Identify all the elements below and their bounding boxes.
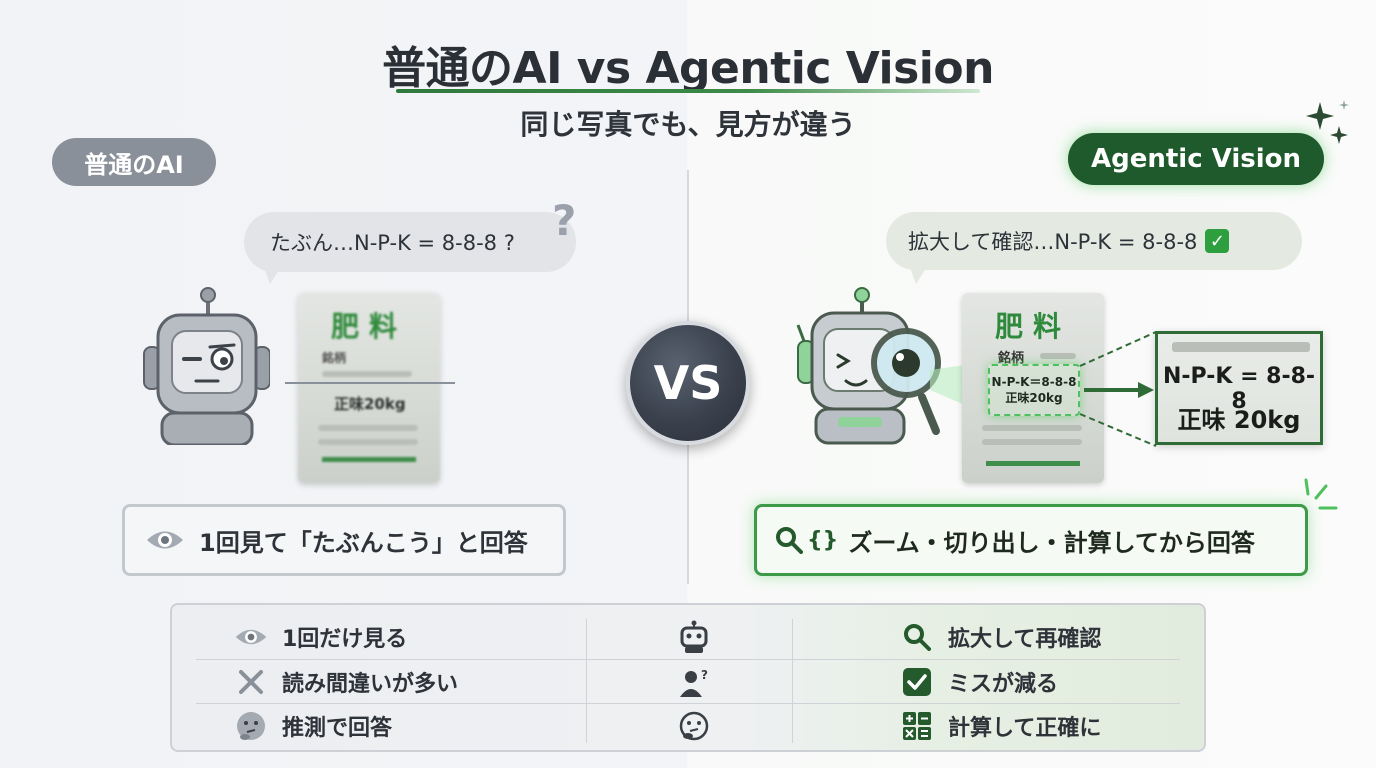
normal-ai-caption-text: 1回見て「たぶんこう」と回答 [199,528,528,557]
bag-weight: 正味20kg [334,395,406,413]
fertilizer-bag-blurry: 肥料 銘柄 正味20kg [298,293,440,483]
row-right-text: 拡大して再確認 [948,627,1102,652]
row-right-cell: 計算して正確に [900,704,1101,748]
zoom-blur-line [1172,342,1310,352]
bag-brand: 銘柄 [322,351,347,365]
row-left-text: 推測で回答 [282,716,393,741]
bag-blur-line [982,425,1082,431]
eye-icon [147,531,183,549]
thinking-face-icon [234,709,268,743]
highlight-weight: 正味20kg [1005,391,1063,405]
normal-ai-caption: 1回見て「たぶんこう」と回答 [122,504,566,576]
thinking-face-icon [670,704,718,748]
comparison-table: 1回だけ見る 拡大して再確認 読み間違いが多い ? ミスが減る [170,603,1206,752]
highlight-region: N-P-K＝8-8-8 正味20kg [988,364,1080,416]
bag-blur-line [318,439,418,445]
highlight-npk: N-P-K＝8-8-8 [991,375,1077,389]
row-right-text: 計算して正確に [948,716,1102,741]
braces-icon: {} [807,527,839,553]
zoom-npk: N-P-K = 8-8-8 [1162,364,1316,414]
row-right-cell: ミスが減る [900,660,1058,704]
person-question-icon: ? [670,660,718,704]
robot-icon [670,615,718,659]
zoom-weight: 正味 20kg [1177,406,1301,434]
bag-blur-line [982,439,1082,445]
zoomed-label: N-P-K = 8-8-8 正味 20kg [1155,331,1323,445]
left-speech-bubble: たぶん…N-P-K = 8-8-8 ? [244,212,576,272]
row-left-text: 読み間違いが多い [282,672,459,697]
confused-robot-icon [143,287,270,445]
table-row: 読み間違いが多い ? ミスが減る [196,659,1180,703]
strike-line [285,382,455,384]
left-bubble-text: たぶん…N-P-K = 8-8-8 ? [270,231,515,255]
calculator-icon [900,709,934,743]
right-bubble-tail [908,262,930,284]
bag-title: 肥料 [330,310,407,343]
column-divider [792,619,793,743]
sparkle-rays-icon [1304,478,1338,510]
magnifier-icon [776,527,803,554]
agentic-vision-label: Agentic Vision [1068,133,1324,185]
title-underline [396,89,980,93]
agentic-robot-icon [796,287,941,445]
row-left-cell: 読み間違いが多い [234,660,458,704]
vs-badge: VS [626,321,750,445]
bag-blur-line [1040,353,1076,359]
table-row: 推測で回答 計算して正確に [196,703,1180,747]
check-icon: ✓ [1205,229,1230,253]
zoom-connector [1079,331,1157,447]
page-title: 普通のAI vs Agentic Vision [382,43,994,94]
row-right-cell: 拡大して再確認 [900,615,1101,659]
bag-title: 肥料 [994,310,1071,343]
agentic-vision-caption-text: ズーム・切り出し・計算してから回答 [848,528,1255,557]
agentic-vision-caption: {} ズーム・切り出し・計算してから回答 [754,504,1308,576]
row-left-text: 1回だけ見る [282,627,408,652]
bag-stripe [986,461,1080,466]
sparkle-icon [1306,100,1349,144]
fertilizer-bag: 肥料 銘柄 [962,293,1104,483]
normal-ai-label: 普通のAI [52,138,216,186]
bag-brand: 銘柄 [998,351,1025,366]
row-left-cell: 推測で回答 [234,704,392,748]
row-right-text: ミスが減る [948,672,1059,697]
question-mark-icon: ? [552,196,577,245]
x-icon [234,665,268,699]
page-subtitle: 同じ写真でも、見方が違う [520,108,856,141]
table-row: 1回だけ見る 拡大して再確認 [196,615,1180,659]
magnifier-icon [900,620,934,654]
bag-blur-line [322,371,412,377]
bag-stripe [322,457,416,462]
check-icon [900,665,934,699]
row-left-cell: 1回だけ見る [234,615,407,659]
svg-text:?: ? [701,668,708,682]
column-divider [586,619,587,743]
right-bubble-text: 拡大して確認…N-P-K = 8-8-8 [908,230,1198,254]
right-speech-bubble: 拡大して確認…N-P-K = 8-8-8 ✓ [886,212,1302,270]
left-bubble-tail [262,262,284,284]
eye-icon [234,620,268,654]
bag-blur-line [318,425,418,431]
